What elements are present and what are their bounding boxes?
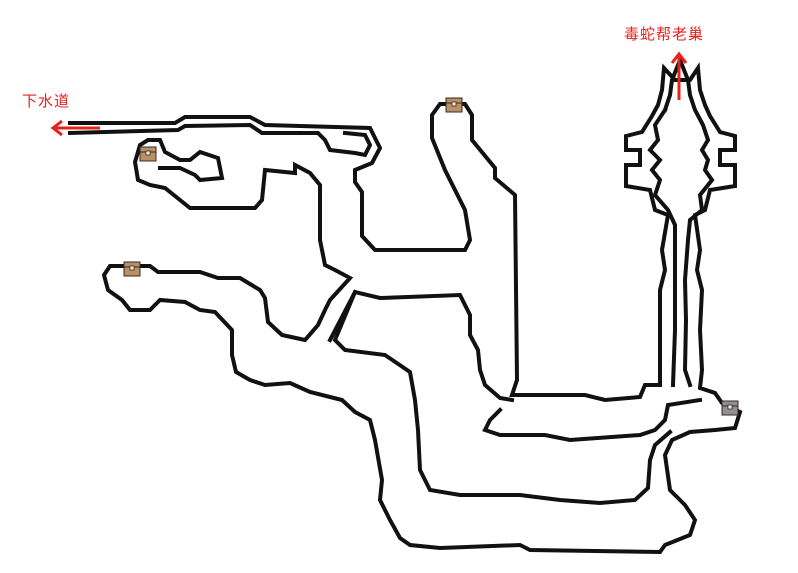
- map-wall: [662, 54, 715, 388]
- map-wall: [327, 289, 515, 403]
- map-wall: [67, 122, 373, 158]
- map-wall: [68, 62, 743, 555]
- snake-lair-label: 毒蛇帮老巢: [624, 25, 705, 43]
- map-wall: [332, 289, 673, 506]
- sewer-label: 下水道: [22, 92, 71, 110]
- map-wall: [647, 107, 677, 388]
- treasure-chest-icon[interactable]: [445, 97, 463, 113]
- map-wall: [482, 397, 703, 443]
- treasure-chest-icon[interactable]: [123, 261, 141, 277]
- exit-arrow-icon: [50, 119, 100, 137]
- exit-arrow-icon: [670, 51, 688, 100]
- treasure-chest-icon[interactable]: [139, 146, 157, 162]
- treasure-chest-icon[interactable]: [721, 400, 739, 416]
